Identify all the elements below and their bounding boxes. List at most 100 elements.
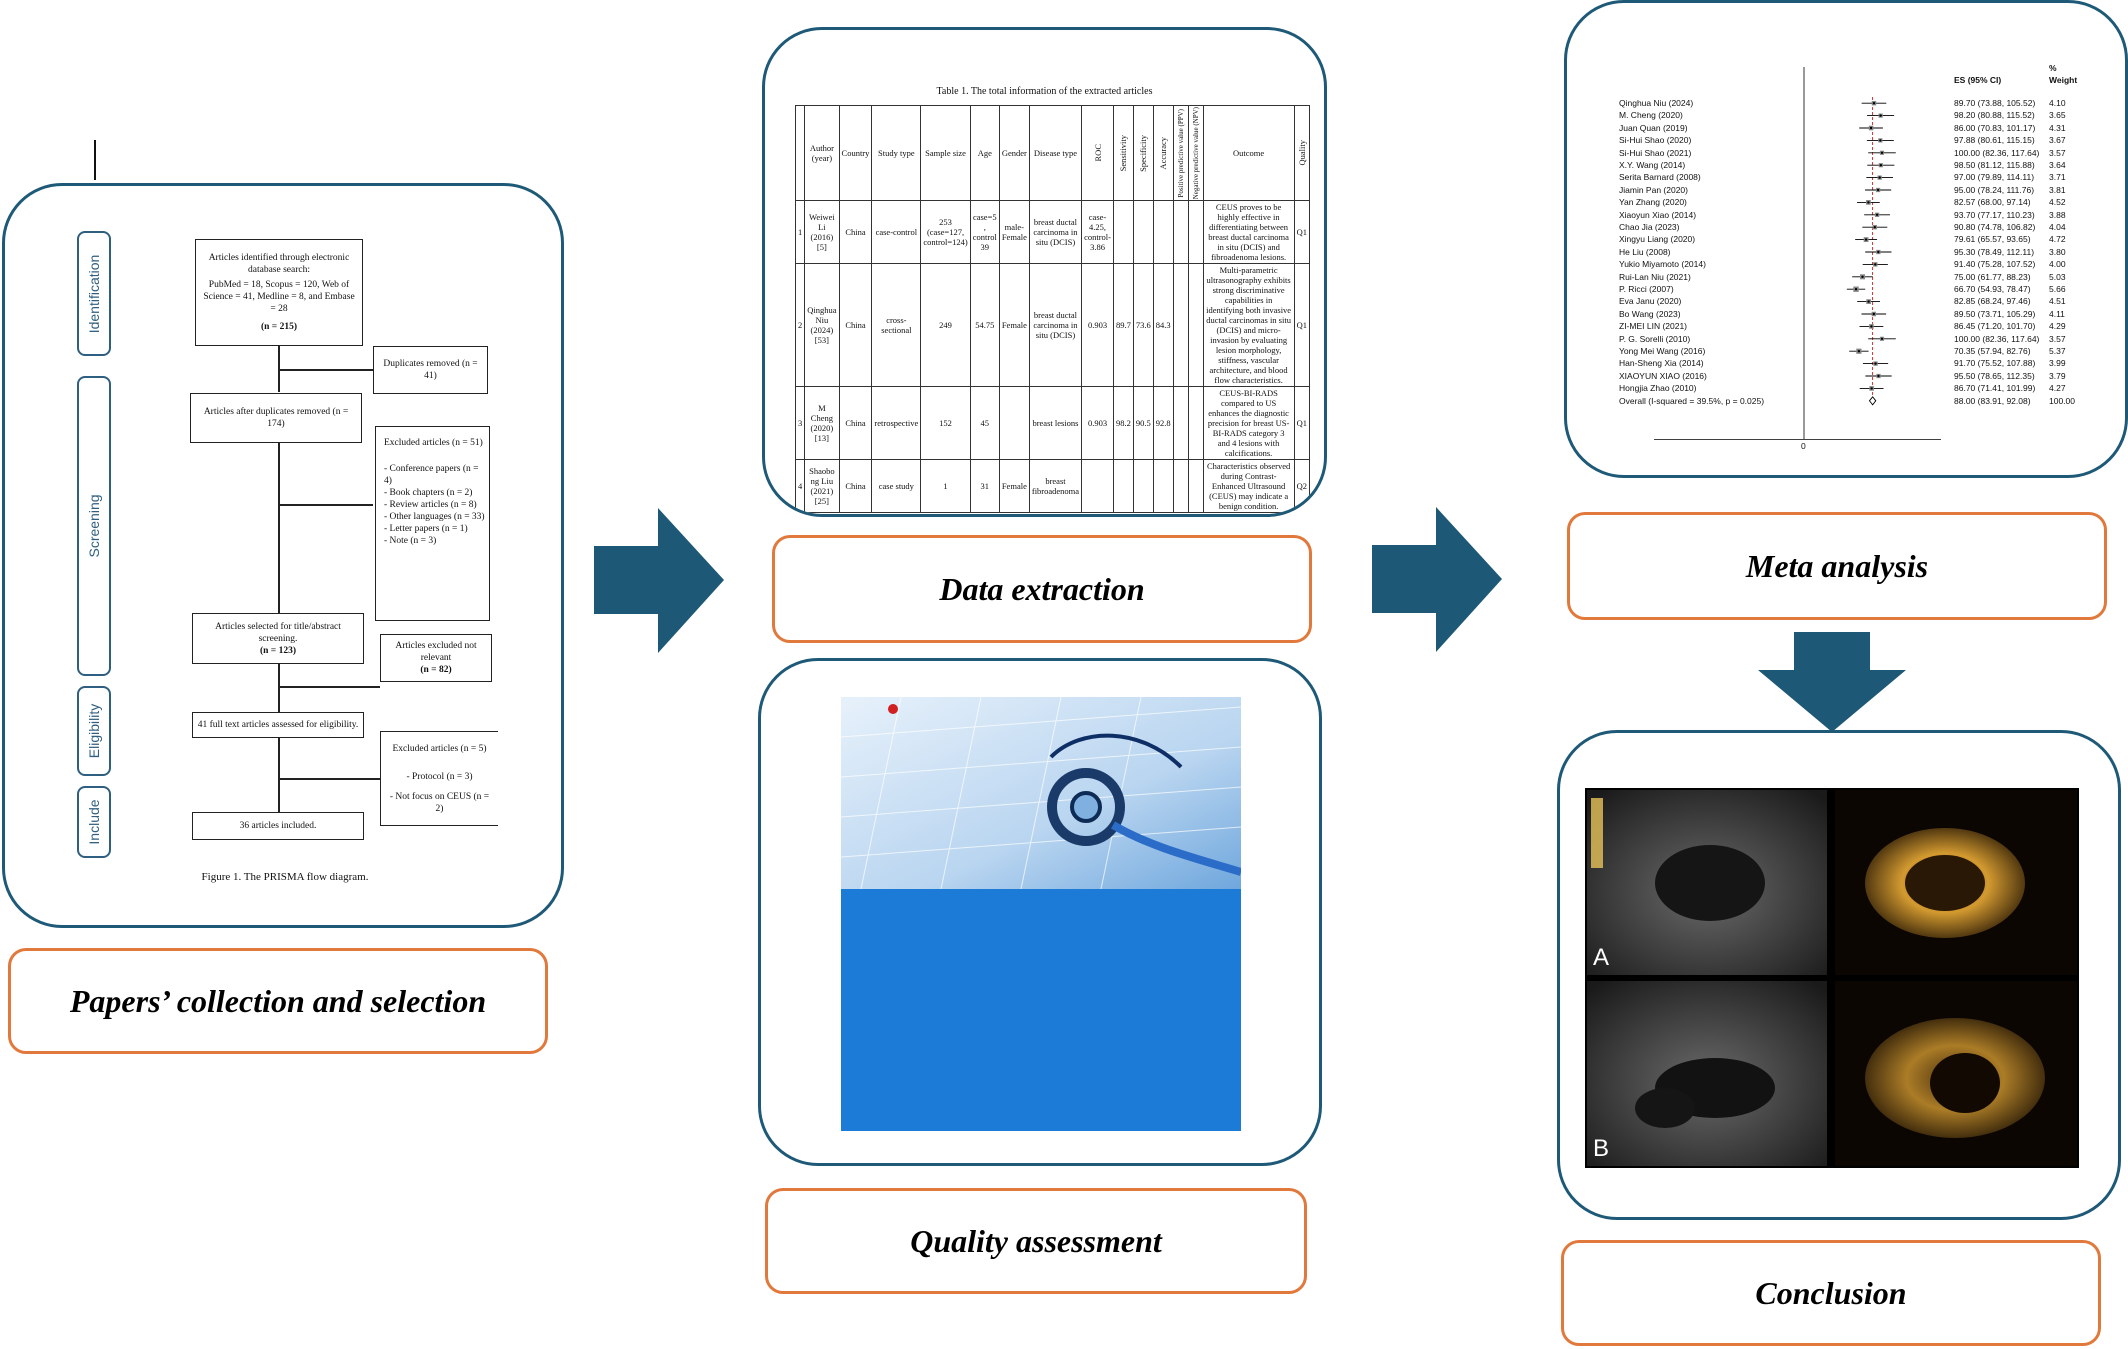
forest-study-row: Bo Wang (2023)89.50 (73.71, 105.29)4.11 xyxy=(1619,308,2099,320)
forest-study-weight: 5.66 xyxy=(2049,284,2066,294)
box-identified: Articles identified through electronic d… xyxy=(195,239,363,346)
arrow-right-2 xyxy=(1372,507,1502,652)
forest-study-ci: 70.35 (57.94, 82.76) xyxy=(1954,346,2031,356)
forest-point-center xyxy=(1875,213,1879,216)
forest-study-ci: 93.70 (77.17, 110.23) xyxy=(1954,209,2035,220)
table-cell xyxy=(998,386,1030,461)
table-cell: breast fibroadenoma xyxy=(1028,459,1083,514)
table-cell: 2 xyxy=(794,263,806,388)
table-cell: 152 xyxy=(920,386,971,461)
forest-study-ci: 91.40 (75.28, 107.52) xyxy=(1954,259,2036,270)
table-cell xyxy=(1081,459,1114,514)
forest-study-weight: 4.00 xyxy=(2049,259,2066,270)
table-cell xyxy=(1132,200,1154,265)
table-cell: 249 xyxy=(920,263,971,388)
forest-study-name: Si-Hui Shao (2020) xyxy=(1619,135,1692,146)
forest-study-row: Xingyu Liang (2020)79.61 (65.57, 93.65)4… xyxy=(1619,233,2099,245)
table-cell xyxy=(1187,386,1204,461)
table-cell: Q2 xyxy=(1293,459,1311,514)
table-cell xyxy=(1172,200,1189,265)
forest-study-name: Chao Jia (2023) xyxy=(1619,222,1680,232)
forest-overall-row: Overall (I-squared = 39.5%, p = 0.025)88… xyxy=(1619,395,2099,407)
forest-study-weight: 3.57 xyxy=(2049,147,2066,158)
ultrasound-label-a: A xyxy=(1593,944,1609,971)
table-cell: 73.6 xyxy=(1132,263,1154,388)
forest-study-row: Juan Quan (2019)86.00 (70.83, 101.17)4.3… xyxy=(1619,122,2099,134)
forest-study-name: Yong Mei Wang (2016) xyxy=(1619,346,1706,356)
forest-point-center xyxy=(1876,188,1880,192)
forest-study-weight: 4.04 xyxy=(2049,222,2066,232)
table-cell xyxy=(1152,459,1174,514)
forest-point-center xyxy=(1880,337,1884,340)
forest-study-name: XIAOYUN XIAO (2016) xyxy=(1619,370,1707,381)
forest-study-ci: 100.00 (82.36, 117.64) xyxy=(1954,147,2040,158)
box-excluded-5: Excluded articles (n = 5) - Protocol (n … xyxy=(380,731,498,826)
forest-study-weight: 5.37 xyxy=(2049,346,2066,356)
forest-study-weight: 3.99 xyxy=(2049,358,2066,369)
forest-study-ci: 89.50 (73.71, 105.29) xyxy=(1954,308,2036,319)
table-header: Sample size xyxy=(920,104,971,202)
flow-line xyxy=(278,686,380,688)
table-cell: cross-sectional xyxy=(871,263,922,388)
forest-point-center xyxy=(1867,201,1870,204)
forest-study-ci: 95.50 (78.65, 112.35) xyxy=(1954,370,2035,381)
forest-study-ci: 66.70 (54.93, 78.47) xyxy=(1954,284,2031,294)
forest-study-row: M. Cheng (2020)98.20 (80.88, 115.52)3.65 xyxy=(1619,109,2099,121)
conclusion-card: A B xyxy=(1557,730,2121,1220)
table-cell: 92.8 xyxy=(1152,386,1174,461)
table-cell: China xyxy=(838,200,873,265)
table-cell xyxy=(1132,459,1154,514)
data-extraction-card: Table 1. The total information of the ex… xyxy=(762,27,1327,517)
table-cell: Multi-parametric ultrasonography exhibit… xyxy=(1202,263,1295,388)
table-cell: retrospective xyxy=(871,386,922,461)
meta-analysis-card: ES (95% CI) % Weight Qinghua Niu (2024)8… xyxy=(1564,0,2128,478)
forest-study-weight: 4.31 xyxy=(2049,122,2066,133)
table-cell: 45 xyxy=(969,386,1000,461)
forest-point-center xyxy=(1869,126,1873,130)
forest-study-name: Si-Hui Shao (2021) xyxy=(1619,147,1692,158)
table-header: Positive predictive value (PPV) xyxy=(1172,104,1189,202)
box-selected: Articles selected for title/abstract scr… xyxy=(192,613,364,664)
table-cell: 1 xyxy=(794,200,806,265)
extracted-articles-table: Author (year) Country Study type Sample … xyxy=(794,104,1311,514)
flow-line xyxy=(278,664,280,712)
table-header-row: Author (year) Country Study type Sample … xyxy=(794,104,1311,202)
table-cell: 1 xyxy=(920,459,971,514)
flow-line xyxy=(278,778,380,780)
forest-study-ci: 86.45 (71.20, 101.70) xyxy=(1954,321,2036,332)
table-cell: M Cheng (2020) [13] xyxy=(804,386,840,461)
forest-study-weight: 3.65 xyxy=(2049,110,2066,121)
forest-study-weight: 4.10 xyxy=(2049,98,2066,108)
forest-point-center xyxy=(1872,102,1876,105)
forest-study-row: Qinghua Niu (2024)89.70 (73.88, 105.52)4… xyxy=(1619,97,2099,109)
table-cell: breast lesions xyxy=(1028,386,1083,461)
table-cell: Q1 xyxy=(1293,386,1311,461)
ultrasound-images: A B xyxy=(1585,788,2079,1168)
forest-study-name: Serita Barnard (2008) xyxy=(1619,172,1701,183)
forest-study-ci: 100.00 (82.36, 117.64) xyxy=(1954,333,2040,344)
table-header: Author (year) xyxy=(804,104,840,202)
table-header: Disease type xyxy=(1028,104,1083,202)
forest-study-row: Yan Zhang (2020)82.57 (68.00, 97.14)4.52 xyxy=(1619,196,2099,208)
table-header: Sensitivity xyxy=(1112,104,1134,202)
forest-study-name: He Liu (2008) xyxy=(1619,246,1671,257)
forest-study-ci: 82.85 (68.24, 97.46) xyxy=(1954,296,2031,307)
forest-study-weight: 3.80 xyxy=(2049,246,2066,257)
label-quality: Quality assessment xyxy=(765,1188,1307,1294)
table-cell: 31 xyxy=(969,459,1000,514)
table-header: Outcome xyxy=(1202,104,1295,202)
forest-rows: Qinghua Niu (2024)89.70 (73.88, 105.52)4… xyxy=(1619,97,2099,407)
forest-study-weight: 4.27 xyxy=(2049,383,2066,394)
table-header: Gender xyxy=(998,104,1030,202)
label-extraction: Data extraction xyxy=(772,535,1312,643)
forest-study-ci: 86.70 (71.41, 101.99) xyxy=(1954,383,2036,394)
flow-line xyxy=(278,443,280,613)
forest-plot: ES (95% CI) % Weight Qinghua Niu (2024)8… xyxy=(1619,55,2099,465)
forest-point-center xyxy=(1870,387,1873,390)
forest-point-center xyxy=(1877,374,1880,378)
table-cell: CEUS-BI-RADS compared to US enhances the… xyxy=(1202,386,1295,461)
table-cell: 90.5 xyxy=(1132,386,1154,461)
forest-point-center xyxy=(1874,263,1877,266)
